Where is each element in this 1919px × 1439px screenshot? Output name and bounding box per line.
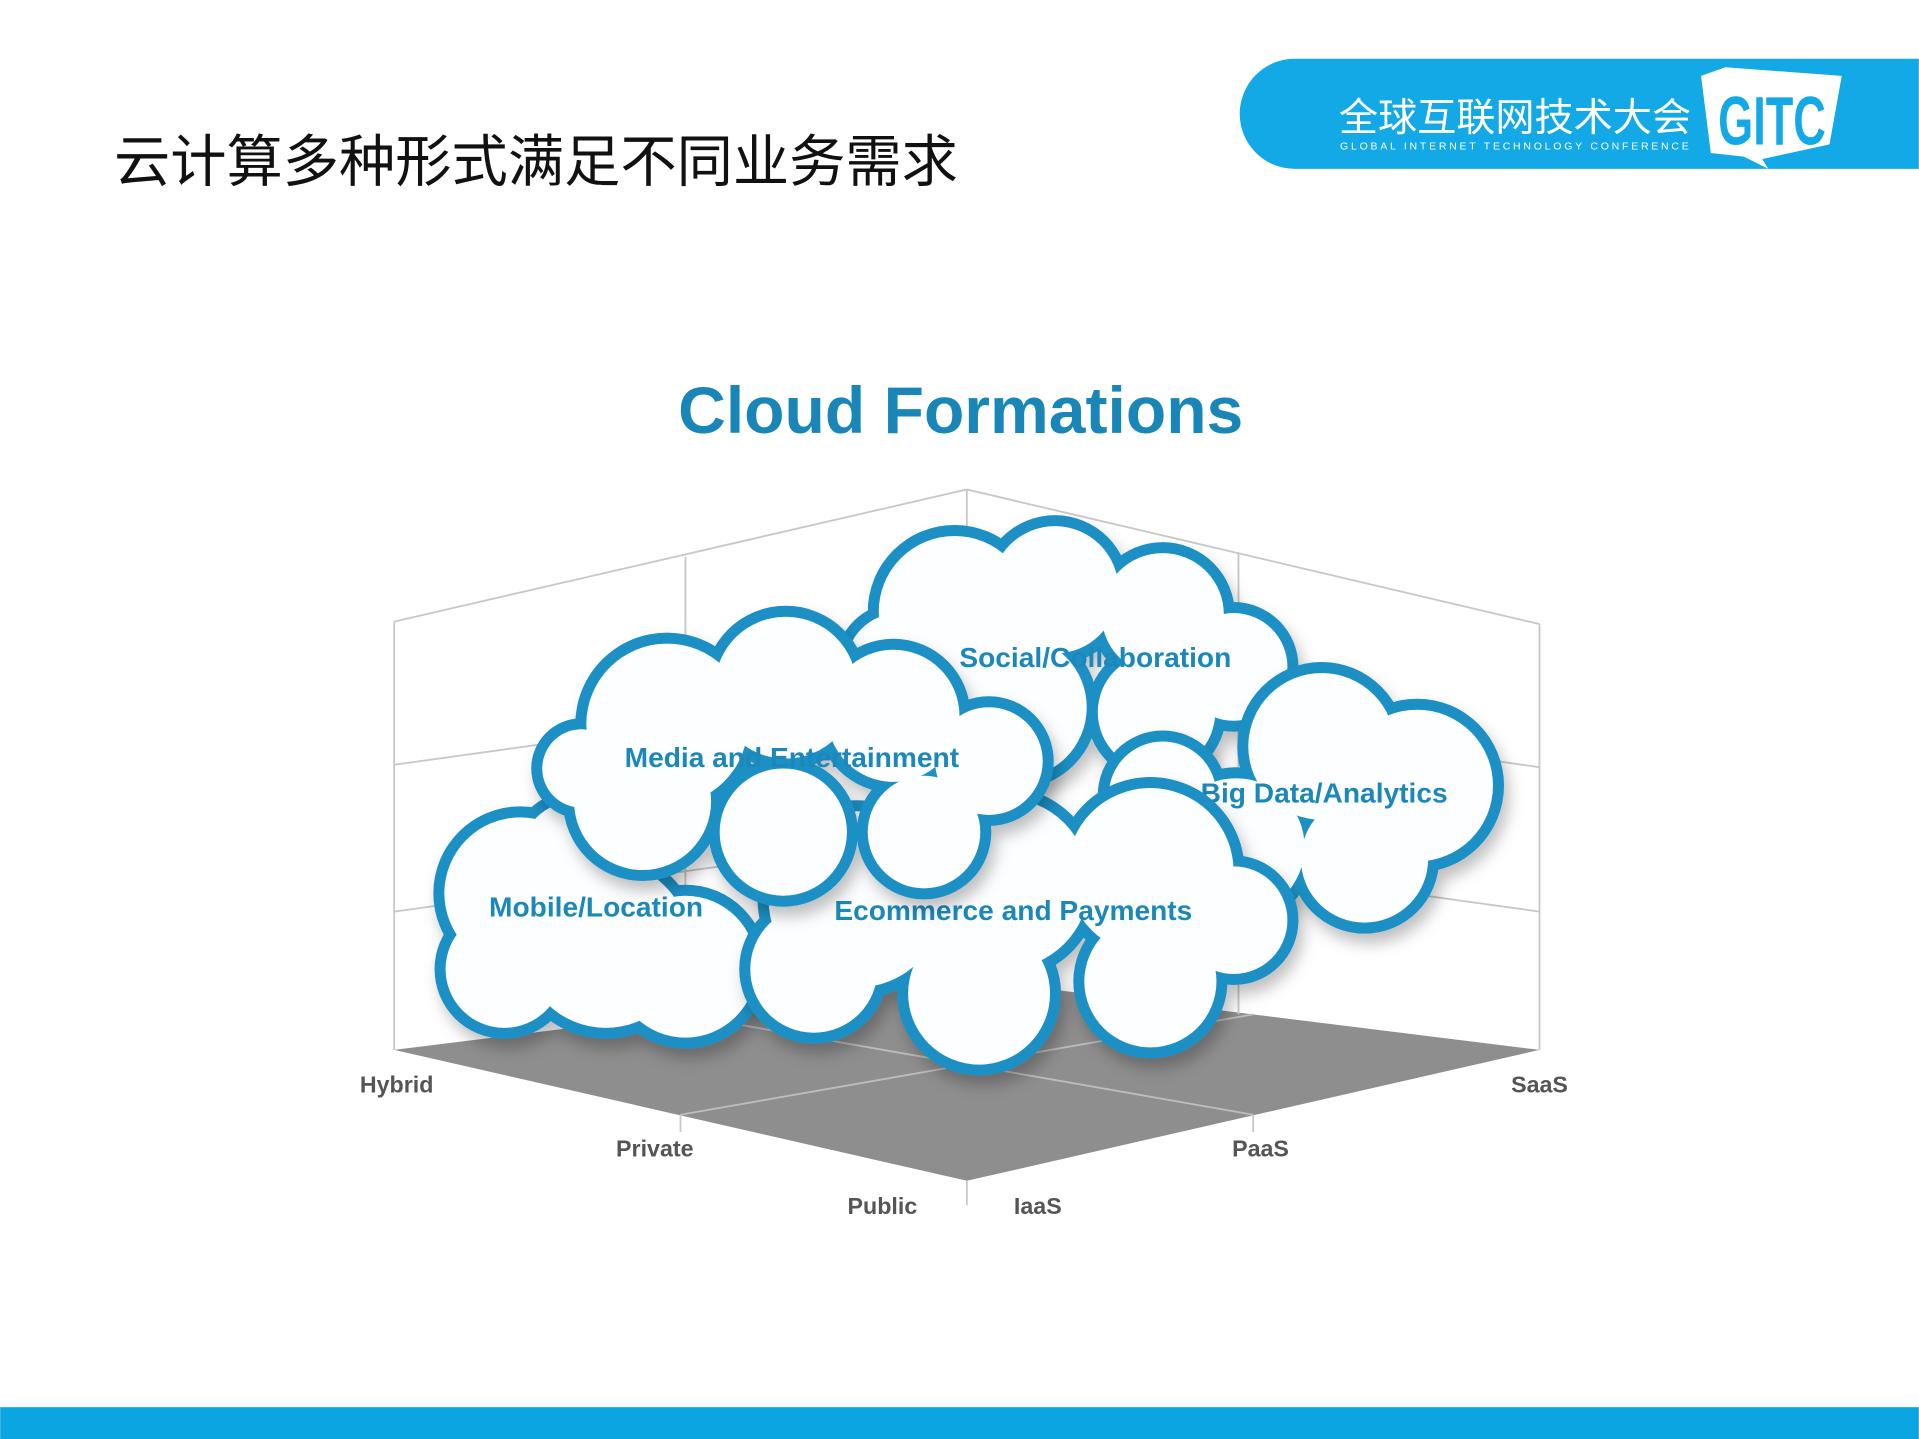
gitc-badge-icon	[1701, 67, 1842, 169]
axis-label-saas: SaaS	[1511, 1072, 1568, 1098]
axis-label-public: Public	[848, 1193, 918, 1219]
cloud-media-entertainment: Media and Entertainment	[531, 605, 1054, 907]
cloud-label: Mobile/Location	[489, 892, 703, 923]
axis-label-hybrid: Hybrid	[360, 1072, 434, 1098]
cloud-label: Big Data/Analytics	[1201, 778, 1448, 809]
slide-title: 云计算多种形式满足不同业务需求	[114, 130, 958, 195]
logo-badge: GITC	[1718, 82, 1826, 159]
footer-bar	[0, 1407, 1919, 1439]
cloud-mobile-location: Mobile/Location	[433, 790, 768, 1049]
logo-name-cn: 全球互联网技术大会	[1339, 96, 1691, 141]
gitc-logo: 全球互联网技术大会 GLOBAL INTERNET TECHNOLOGY CON…	[1239, 58, 1919, 169]
figure-title: Cloud Formations	[678, 374, 1243, 448]
cloud-label: Media and Entertainment	[625, 742, 960, 773]
axis-label-paas: PaaS	[1232, 1135, 1289, 1161]
cloud-label: Social/Collaboration	[959, 642, 1231, 673]
axis-label-iaas: IaaS	[1014, 1193, 1062, 1219]
axis-label-private: Private	[616, 1135, 694, 1161]
cloud-label: Ecommerce and Payments	[834, 895, 1192, 926]
logo-name-en: GLOBAL INTERNET TECHNOLOGY CONFERENCE	[1340, 140, 1689, 152]
